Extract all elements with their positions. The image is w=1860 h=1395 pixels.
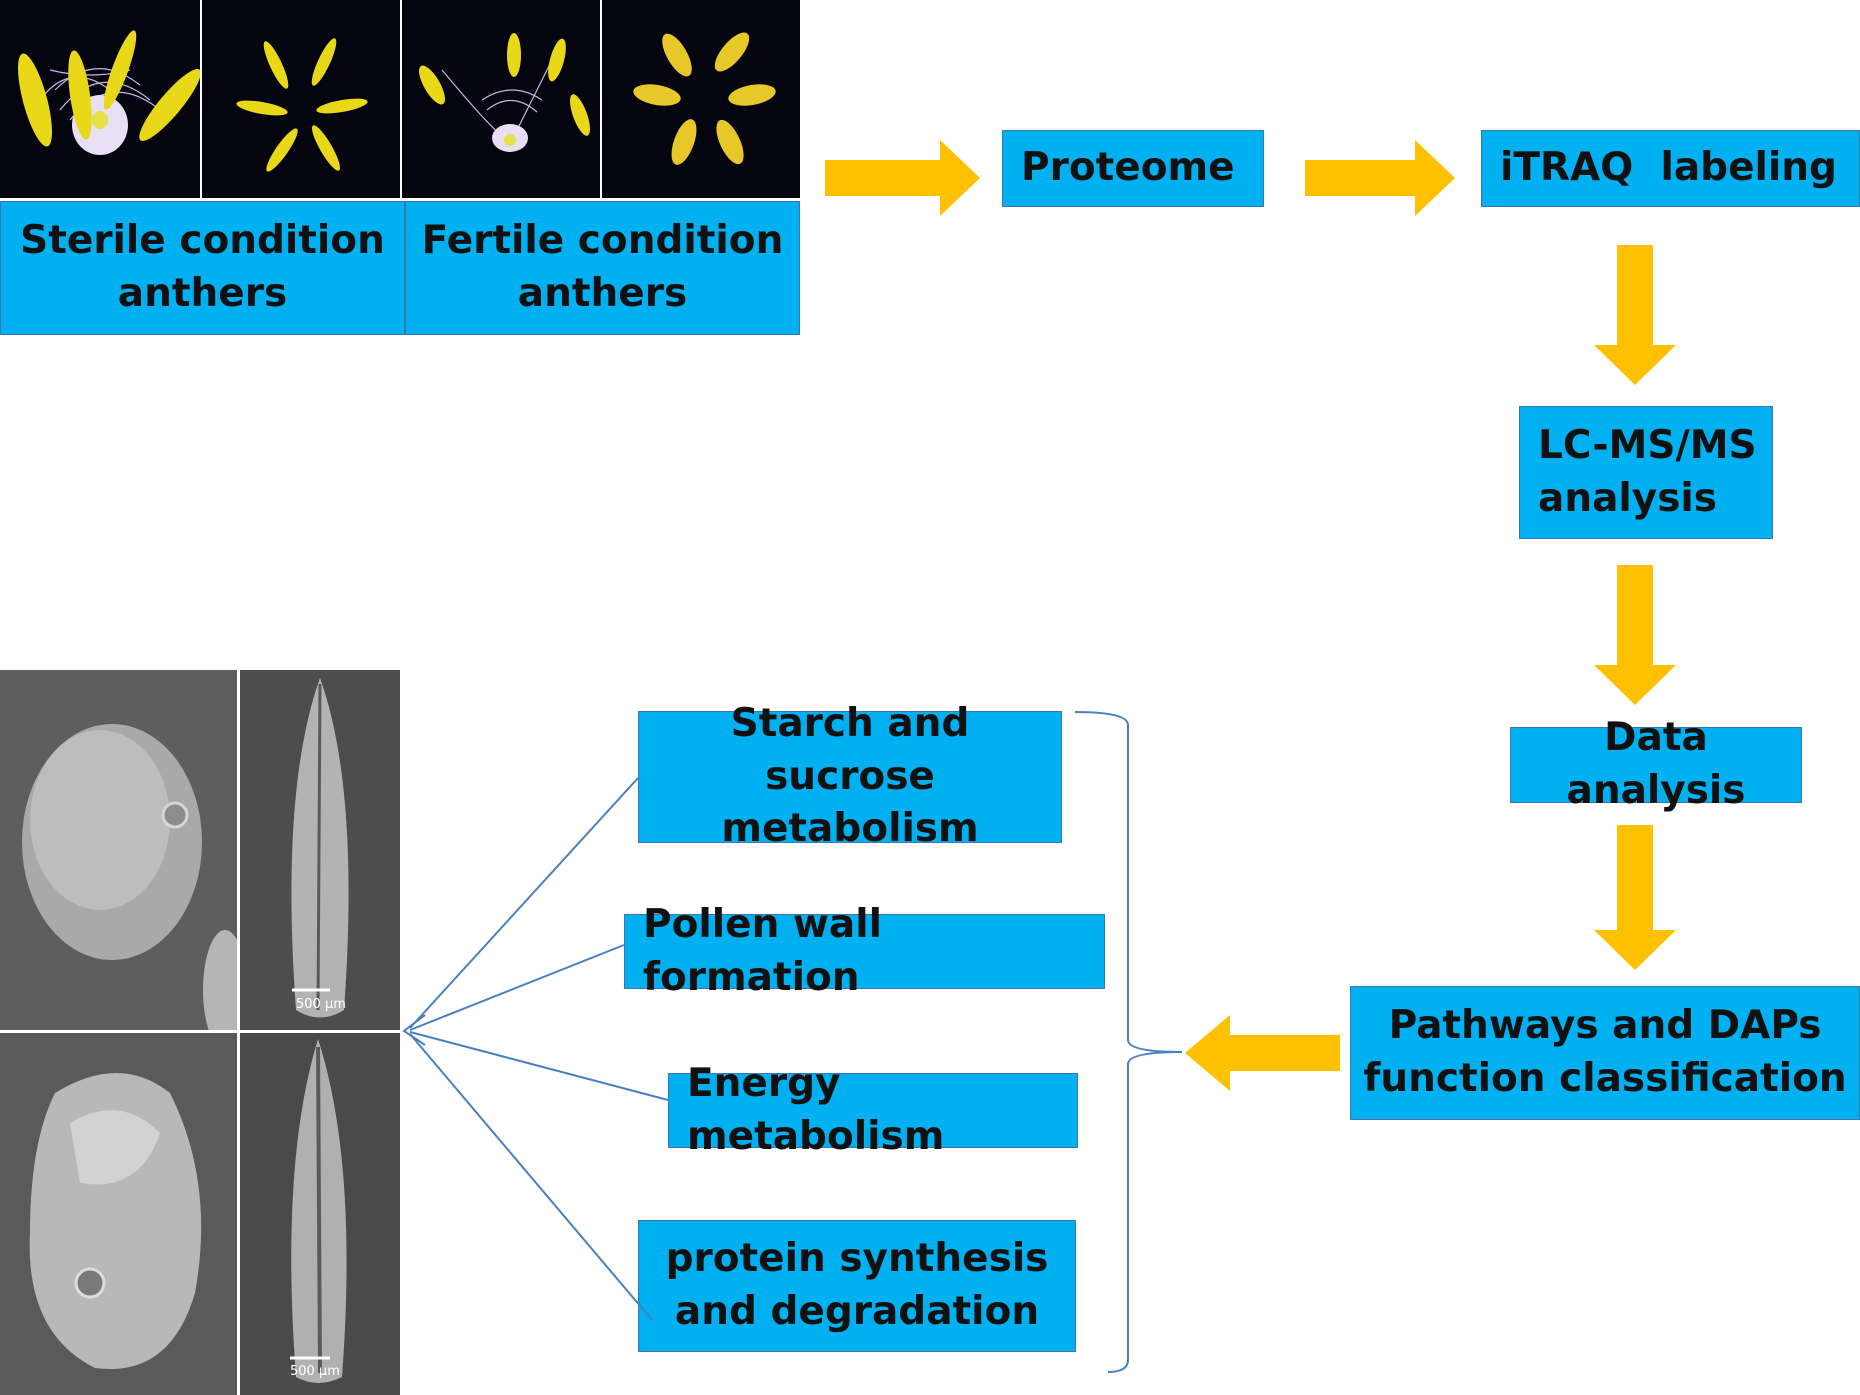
anther-sem-top: 500 μm [240, 670, 400, 1030]
pollen-sem-bottom [0, 1033, 237, 1395]
scale-label-top: 500 μm [296, 997, 346, 1012]
anther-sem-bottom: 500 μm [240, 1033, 400, 1395]
pollen-sem-top [0, 670, 237, 1030]
scale-label-bottom: 500 μm [290, 1364, 340, 1379]
line-energy [409, 1031, 669, 1101]
category-bracket [1074, 711, 1183, 1373]
arrow-proteome-to-itraq [1305, 140, 1455, 216]
lcms-analysis-box: LC-MS/MS analysis [1519, 406, 1773, 539]
sterile-anther-photo [202, 0, 400, 198]
sterile-condition-box: Sterile condition anthers [0, 201, 405, 335]
arrow-data-to-pathways [1594, 825, 1676, 970]
pathways-box: Pathways and DAPs function classificatio… [1350, 986, 1860, 1120]
fertile-condition-box: Fertile condition anthers [405, 201, 800, 335]
sterile-flower-photo [0, 0, 200, 198]
fertile-flower-photo [402, 0, 600, 198]
arrow-itraq-to-lcms [1594, 245, 1676, 385]
proteome-box: Proteome [1002, 130, 1264, 207]
arrow-lcms-to-data [1594, 565, 1676, 705]
arrow-photos-to-proteome [825, 140, 980, 216]
line-pollen-wall [409, 944, 625, 1031]
line-protein [409, 1033, 653, 1321]
fertile-anther-photo [602, 0, 800, 198]
connector-arrowhead [402, 1014, 426, 1046]
itraq-labeling-box: iTRAQ labeling [1481, 130, 1860, 207]
arrow-pathways-to-categories [1185, 1015, 1340, 1091]
line-starch [409, 777, 639, 1029]
connector-lines [402, 777, 669, 1321]
protein-synthesis-box: protein synthesis and degradation [638, 1220, 1076, 1352]
yellow-arrows [825, 140, 1676, 1091]
